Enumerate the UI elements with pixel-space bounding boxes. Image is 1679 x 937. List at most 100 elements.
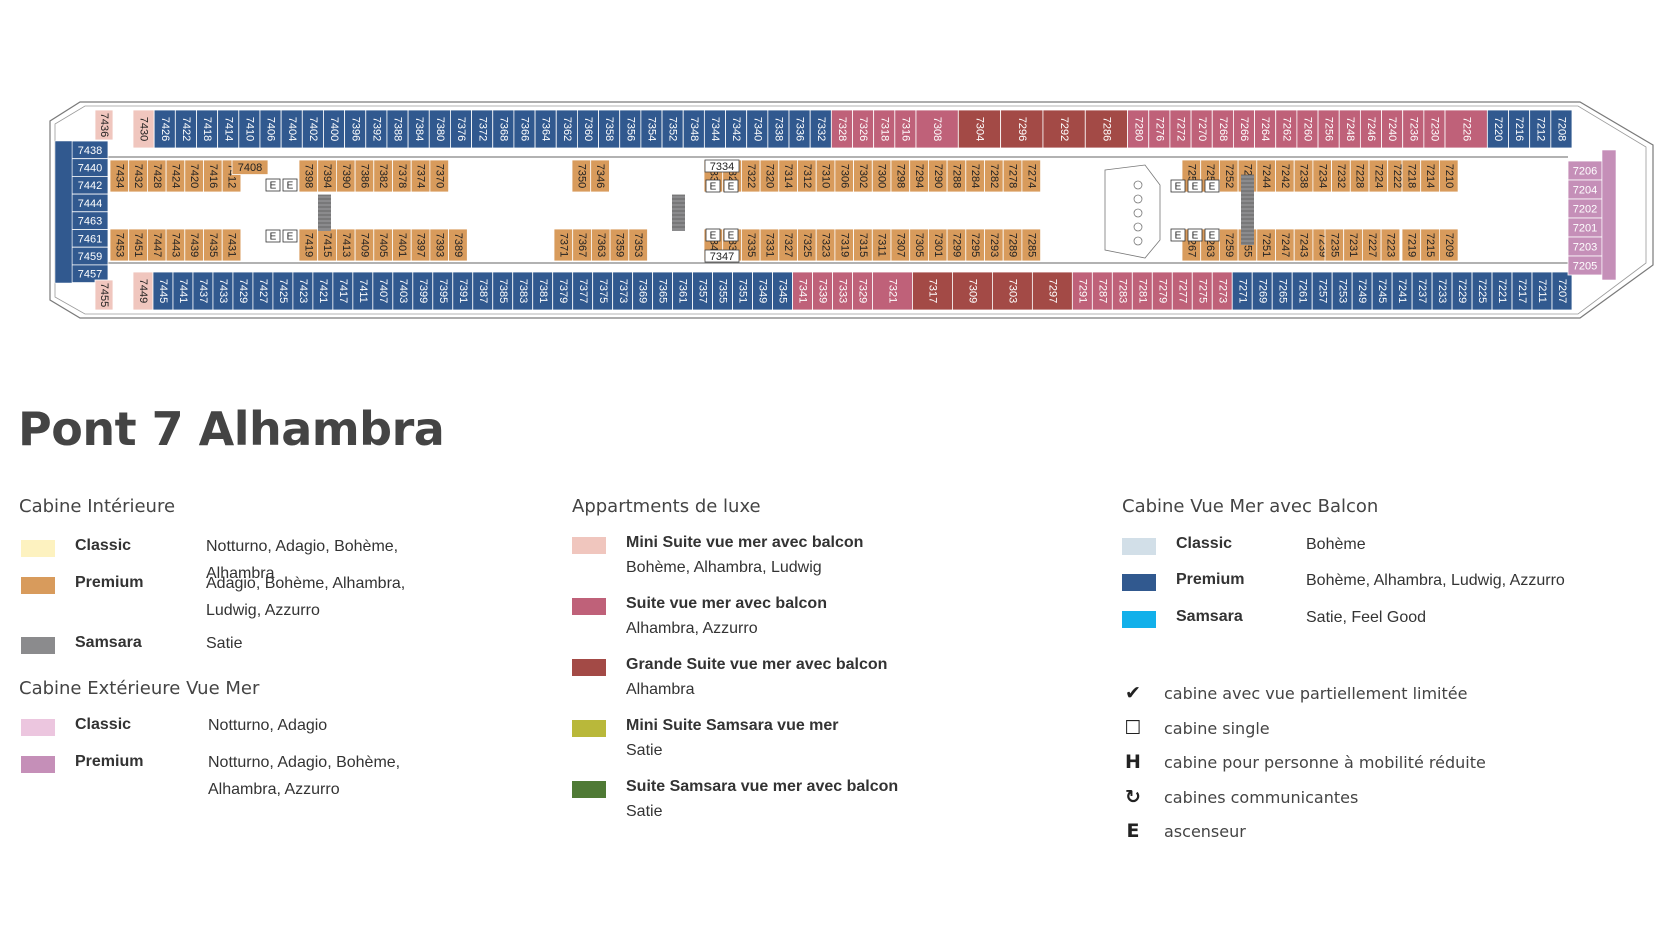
cabin[interactable]: 7442 <box>71 175 109 195</box>
cabin[interactable]: 7237 <box>1411 271 1433 311</box>
cabin[interactable]: 7308 <box>915 109 959 149</box>
cabin[interactable]: 7432 <box>128 159 148 193</box>
cabin[interactable]: 7266 <box>1233 109 1255 149</box>
cabin[interactable]: 7439 <box>184 228 204 262</box>
cabin[interactable]: 7416 <box>203 159 223 193</box>
cabin[interactable]: 7241 <box>1391 271 1413 311</box>
cabin[interactable]: 7293 <box>984 228 1004 262</box>
cabin[interactable]: 7370 <box>429 159 449 193</box>
cabin[interactable]: 7247 <box>1275 228 1295 262</box>
cabin[interactable]: 7271 <box>1231 271 1253 311</box>
cabin[interactable]: 7245 <box>1371 271 1393 311</box>
cabin[interactable]: 7262 <box>1275 109 1298 149</box>
cabin[interactable]: 7441 <box>172 271 194 311</box>
cabin[interactable]: 7312 <box>797 159 817 193</box>
cabin[interactable]: 7415 <box>317 228 337 262</box>
cabin[interactable]: 7411 <box>352 271 374 311</box>
cabin[interactable]: 7328 <box>830 109 853 149</box>
cabin[interactable]: 7398 <box>298 159 319 193</box>
cabin[interactable]: 7423 <box>292 271 314 311</box>
cabin[interactable]: 7384 <box>407 109 430 149</box>
cabin[interactable]: 7433 <box>212 271 234 311</box>
cabin[interactable]: 7285 <box>1021 228 1042 262</box>
cabin[interactable]: 7380 <box>428 109 451 149</box>
cabin[interactable]: 7336 <box>788 109 811 149</box>
cabin[interactable]: 7301 <box>928 228 948 262</box>
cabin[interactable]: 7404 <box>280 109 303 149</box>
cabin[interactable]: 7276 <box>1148 109 1171 149</box>
cabin[interactable]: 7214 <box>1420 159 1440 193</box>
cabin[interactable]: 7445 <box>152 271 174 311</box>
cabin[interactable]: 7248 <box>1338 109 1361 149</box>
cabin[interactable]: 7244 <box>1256 159 1276 193</box>
cabin[interactable]: 7365 <box>652 271 674 311</box>
cabin[interactable]: 7443 <box>165 228 186 262</box>
cabin[interactable]: 7316 <box>894 109 917 149</box>
cabin[interactable]: 7344 <box>703 109 726 149</box>
cabin[interactable]: 7369 <box>632 271 654 311</box>
cabin[interactable]: 7294 <box>909 159 929 193</box>
cabin[interactable]: 7356 <box>619 109 642 149</box>
cabin[interactable]: 7322 <box>741 159 761 193</box>
cabin[interactable]: 7418 <box>196 109 219 149</box>
cabin[interactable]: 7220 <box>1486 109 1509 149</box>
cabin[interactable]: 7284 <box>965 159 985 193</box>
cabin[interactable]: 7403 <box>392 271 414 311</box>
cabin[interactable]: 7368 <box>492 109 515 149</box>
cabin[interactable]: 7371 <box>553 228 574 262</box>
cabin[interactable]: 7354 <box>640 109 663 149</box>
cabin[interactable]: 7278 <box>1002 159 1023 193</box>
cabin[interactable]: 7345 <box>772 271 793 311</box>
cabin[interactable]: 7352 <box>661 109 684 149</box>
cabin[interactable]: 7327 <box>778 228 798 262</box>
cabin[interactable]: 7349 <box>752 271 773 311</box>
cabin[interactable]: 7387 <box>472 271 494 311</box>
cabin[interactable]: 7377 <box>572 271 594 311</box>
cabin[interactable]: 7211 <box>1531 271 1553 311</box>
cabin[interactable]: 7428 <box>146 159 167 193</box>
cabin[interactable]: 7268 <box>1211 109 1234 149</box>
cabin[interactable]: 7280 <box>1127 109 1150 149</box>
cabin[interactable]: 7388 <box>386 109 409 149</box>
cabin[interactable]: 7261 <box>1291 271 1313 311</box>
cabin[interactable]: 7253 <box>1331 271 1353 311</box>
cabin[interactable]: 7408 <box>231 159 269 175</box>
cabin[interactable]: 7319 <box>834 228 855 262</box>
cabin[interactable]: 7306 <box>834 159 855 193</box>
cabin[interactable]: 7310 <box>815 159 836 193</box>
cabin[interactable]: 7425 <box>272 271 294 311</box>
cabin[interactable]: 7235 <box>1324 228 1345 262</box>
cabin[interactable]: 7277 <box>1171 271 1193 311</box>
cabin[interactable]: 7274 <box>1021 159 1042 193</box>
cabin[interactable]: 7350 <box>571 159 592 193</box>
cabin[interactable]: 7346 <box>590 159 610 193</box>
cabin[interactable]: 7229 <box>1451 271 1473 311</box>
cabin[interactable]: 7376 <box>450 109 472 149</box>
cabin[interactable]: 7242 <box>1275 159 1295 193</box>
cabin[interactable]: 7289 <box>1002 228 1023 262</box>
cabin[interactable]: 7420 <box>184 159 204 193</box>
cabin[interactable]: 7361 <box>672 271 694 311</box>
cabin[interactable]: 7288 <box>946 159 967 193</box>
cabin[interactable]: 7291 <box>1071 271 1093 311</box>
cabin[interactable]: 7366 <box>513 109 536 149</box>
cabin[interactable]: 7338 <box>767 109 790 149</box>
cabin[interactable]: 7234 <box>1312 159 1333 193</box>
cabin[interactable]: 7459 <box>71 246 109 266</box>
cabin[interactable]: 7305 <box>909 228 929 262</box>
cabin[interactable]: 7396 <box>344 109 367 149</box>
cabin[interactable]: 7436 <box>94 109 114 141</box>
cabin[interactable]: 7385 <box>492 271 514 311</box>
cabin[interactable]: 7265 <box>1271 271 1293 311</box>
cabin[interactable]: 7367 <box>572 228 592 262</box>
cabin[interactable]: 7424 <box>165 159 186 193</box>
cabin[interactable]: 7457 <box>71 264 109 283</box>
cabin[interactable]: 7286 <box>1084 109 1129 149</box>
cabin[interactable]: 7381 <box>532 271 554 311</box>
cabin[interactable]: 7300 <box>871 159 892 193</box>
cabin[interactable]: 7342 <box>725 109 748 149</box>
cabin[interactable]: 7304 <box>957 109 1002 149</box>
cabin[interactable]: 7406 <box>259 109 282 149</box>
cabin[interactable]: 7257 <box>1311 271 1333 311</box>
cabin[interactable]: 7394 <box>317 159 337 193</box>
